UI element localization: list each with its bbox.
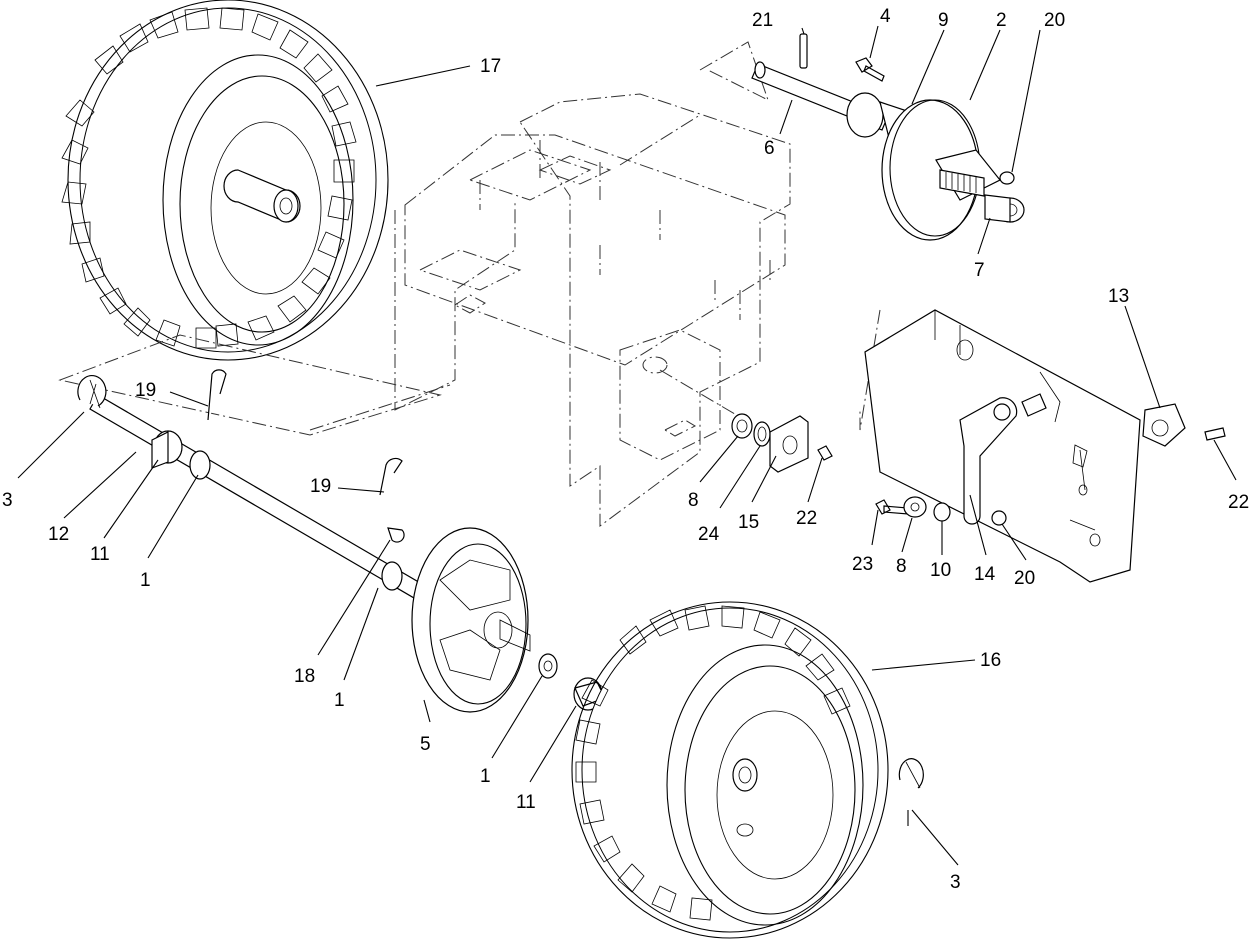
leader-lines (17, 25, 1237, 866)
wheel-17 (61, 0, 389, 361)
callout-16: 16 (980, 650, 1001, 671)
callout-14: 14 (974, 564, 996, 585)
callout-22-right: 22 (1228, 492, 1249, 513)
callout-23: 23 (852, 554, 873, 575)
callout-19-lower: 19 (310, 476, 331, 497)
pulley-assembly (751, 33, 1025, 241)
callout-9: 9 (938, 10, 949, 31)
wheel-16 (571, 601, 924, 939)
callout-labels: 21 4 9 2 20 17 6 7 13 19 19 3 12 11 1 8 … (2, 6, 1249, 893)
callout-1-mid: 1 (334, 690, 345, 711)
callout-11-lower: 11 (516, 792, 536, 813)
callout-1-lower: 1 (480, 766, 491, 787)
bearing-parts (731, 413, 833, 473)
callout-4: 4 (880, 6, 891, 27)
callout-21: 21 (752, 10, 773, 31)
callout-8-right: 8 (896, 556, 907, 577)
callout-24: 24 (698, 524, 720, 545)
callout-22-center: 22 (796, 508, 817, 529)
plate-assembly (864, 309, 1226, 583)
callout-8-center: 8 (688, 490, 699, 511)
callout-12: 12 (48, 524, 69, 545)
callout-5: 5 (420, 734, 431, 755)
callout-7: 7 (974, 260, 985, 281)
callout-17: 17 (480, 56, 501, 77)
callout-11-left: 11 (90, 544, 110, 565)
callout-13: 13 (1108, 286, 1129, 307)
callout-15: 15 (738, 512, 759, 533)
callout-1-left: 1 (140, 570, 151, 591)
callout-3-left: 3 (2, 490, 13, 511)
callout-20-top: 20 (1044, 10, 1065, 31)
frame-housing (394, 93, 791, 527)
callout-19-upper: 19 (135, 380, 156, 401)
assembly-lines (58, 41, 881, 436)
axle-assembly (77, 369, 606, 713)
callout-10: 10 (930, 560, 951, 581)
callout-2: 2 (996, 10, 1007, 31)
callout-6: 6 (764, 138, 775, 159)
callout-18: 18 (294, 666, 315, 687)
callout-3-right: 3 (950, 872, 961, 893)
callout-20-right: 20 (1014, 568, 1035, 589)
